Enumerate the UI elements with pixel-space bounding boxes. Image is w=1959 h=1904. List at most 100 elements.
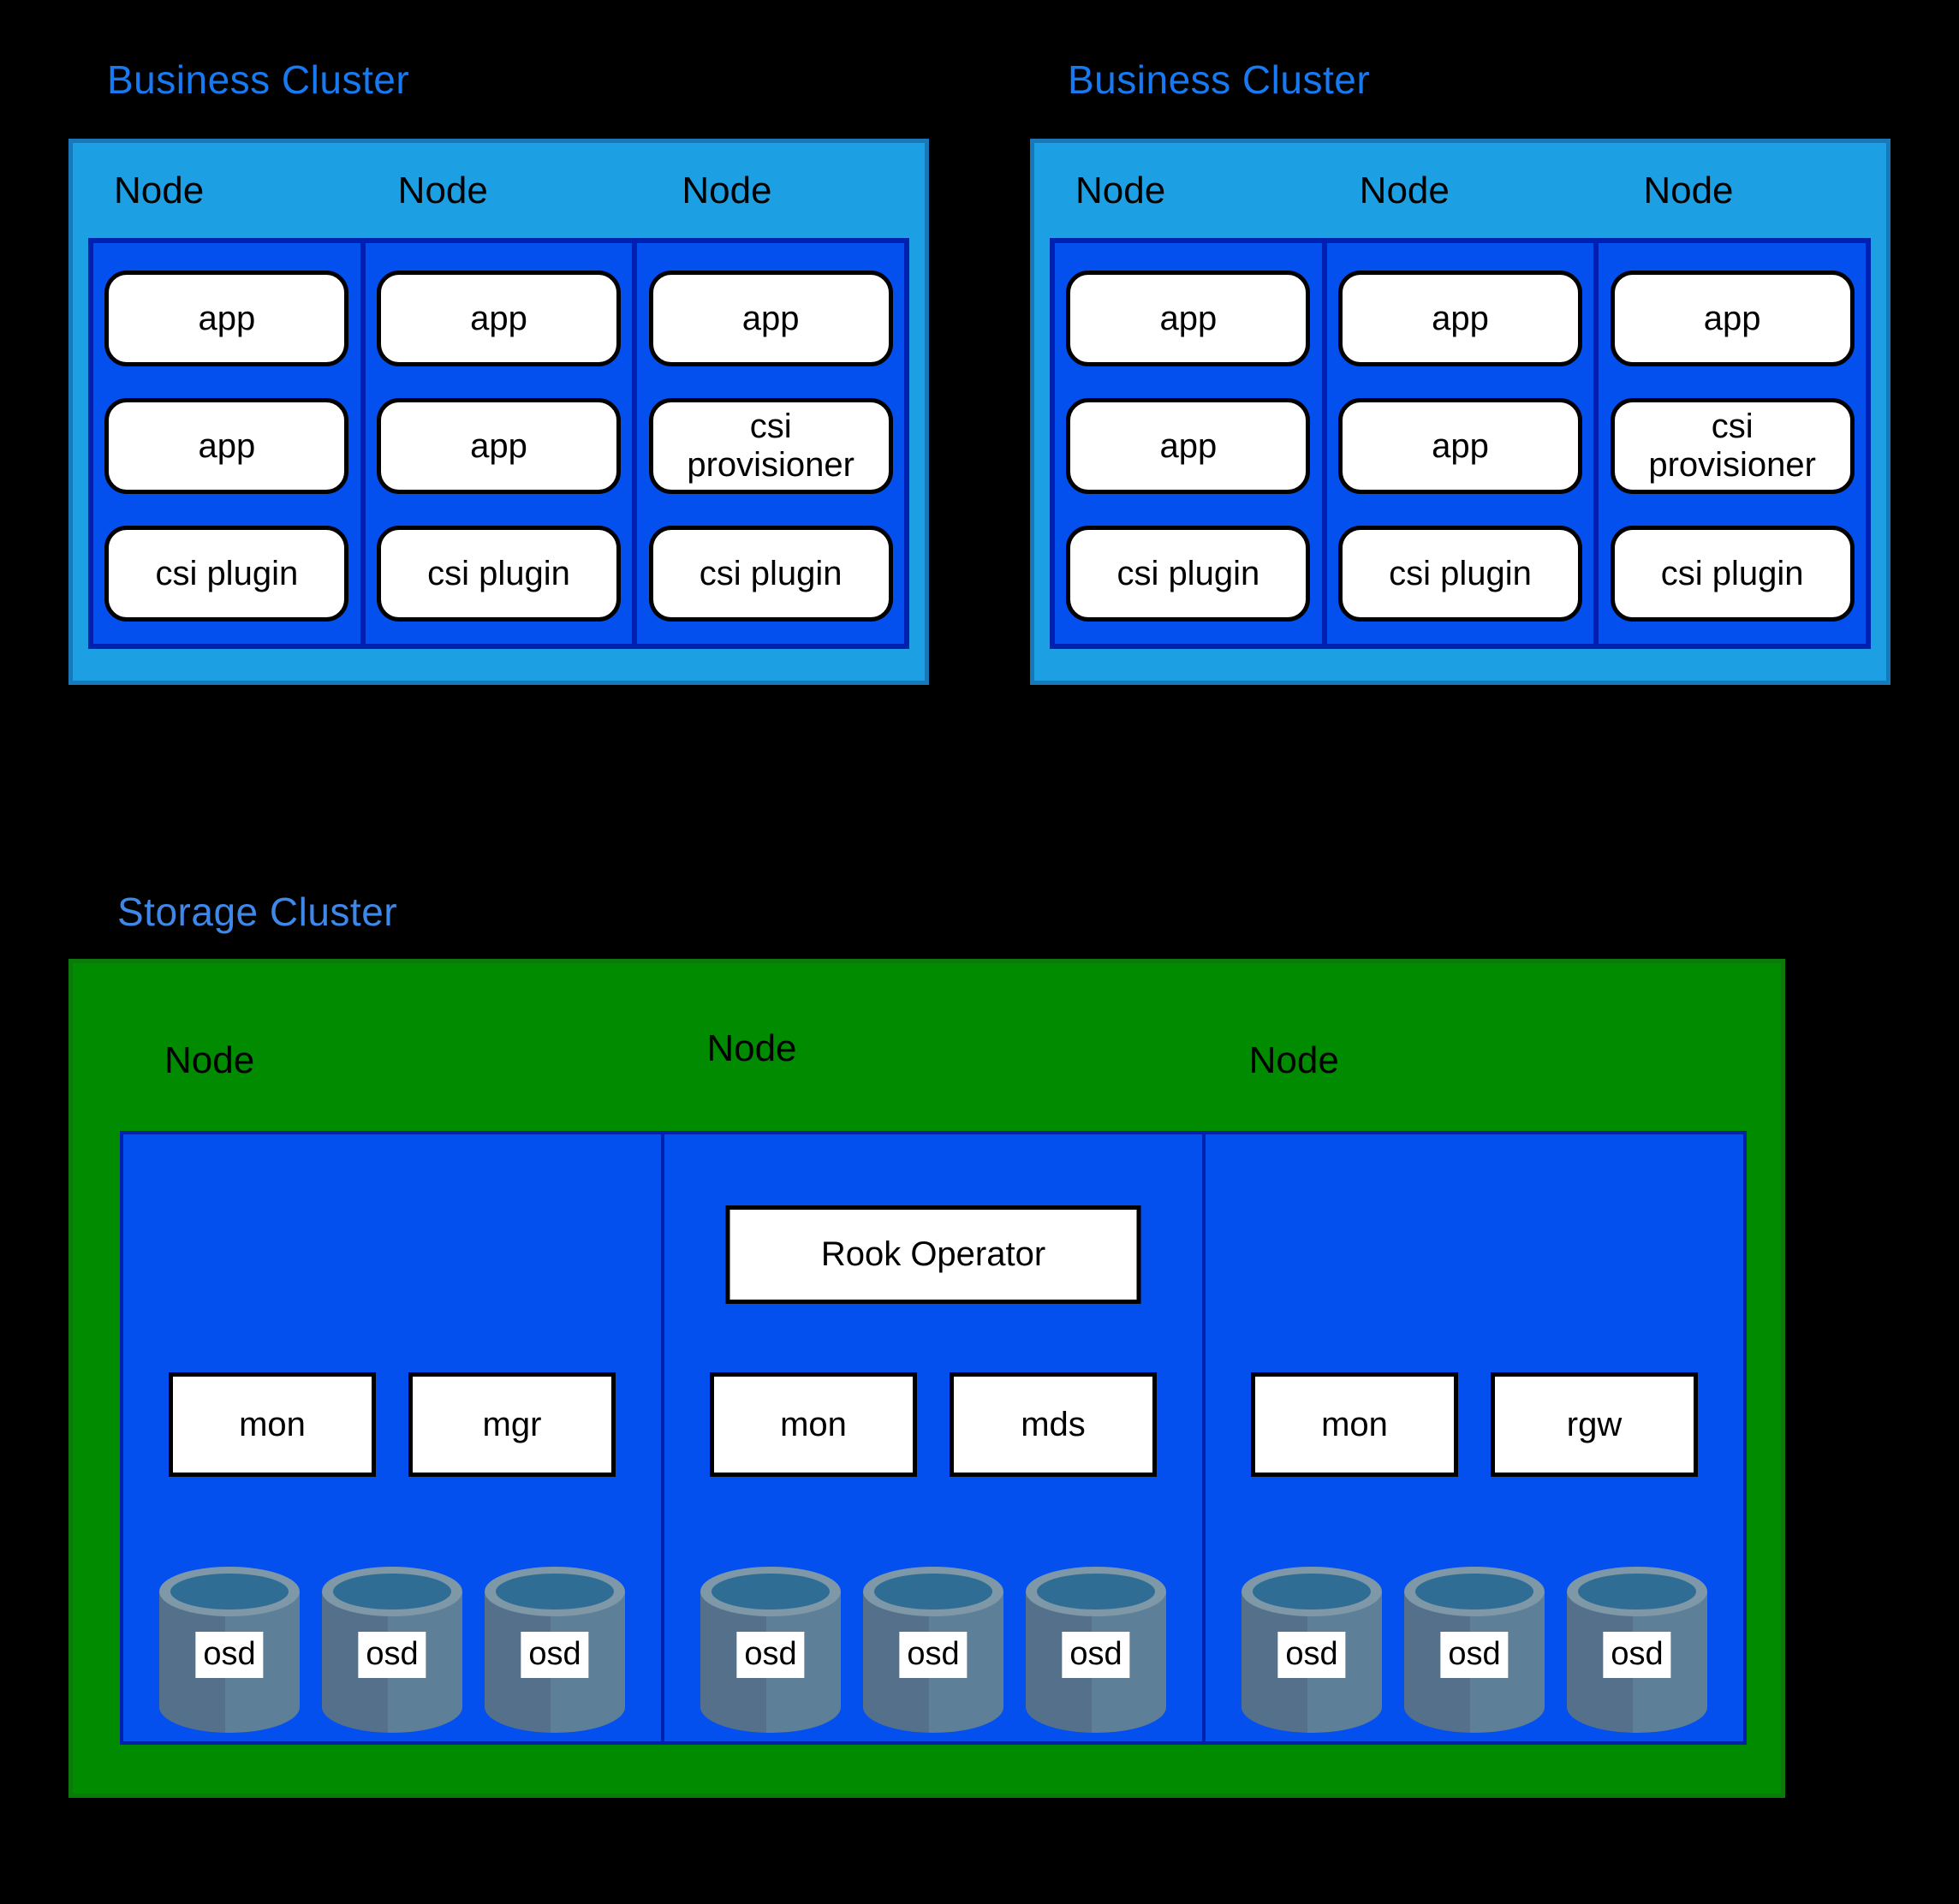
pod-box: app (104, 398, 349, 494)
pod-label: csi plugin (427, 554, 570, 592)
rook-operator-box: Rook Operator (725, 1205, 1141, 1304)
nodes-area: app app csi plugin app app csi plugin ap… (88, 238, 909, 649)
pod-box: csi plugin (377, 526, 621, 622)
osd-row: osd osd osd (1206, 1567, 1743, 1733)
node-label: Node (1075, 169, 1166, 211)
database-cylinder-icon: osd (322, 1567, 462, 1733)
pod-label: csi provisioner (1648, 408, 1816, 484)
pod-box: csi plugin (1338, 526, 1582, 622)
node-header: Node (1205, 1033, 1747, 1088)
osd-label: osd (521, 1632, 589, 1678)
service-box: rgw (1491, 1372, 1698, 1477)
node-label: Node (164, 1039, 255, 1081)
pod-label: app (1159, 426, 1218, 465)
node-column: app csi provisioner csi plugin (1599, 243, 1867, 644)
cylinder-opening (1415, 1574, 1533, 1609)
pod-label: app (741, 299, 800, 337)
node-label: Node (397, 169, 488, 211)
storage-node-column: Rook Operator mon mds osd osd (664, 1134, 1202, 1741)
database-cylinder-icon: osd (863, 1567, 1003, 1733)
database-cylinder-icon: osd (1404, 1567, 1545, 1733)
node-column: app app csi plugin (1326, 243, 1594, 644)
pod-label: app (470, 299, 527, 337)
pod-label: app (1432, 426, 1489, 465)
node-label: Node (1643, 169, 1734, 211)
database-cylinder-icon: osd (1567, 1567, 1707, 1733)
pod-label: csi plugin (1660, 554, 1804, 592)
service-row: mon rgw (1206, 1372, 1743, 1477)
pod-box: app (377, 398, 621, 494)
business-cluster-2-title: Business Cluster (1068, 57, 1371, 102)
business-cluster-1-title: Business Cluster (107, 57, 410, 102)
osd-row: osd osd osd (664, 1567, 1202, 1733)
pod-box: csi plugin (1066, 526, 1311, 622)
pod-box: app (1066, 271, 1311, 366)
pod-label: app (470, 426, 527, 465)
pod-label: app (1703, 299, 1761, 337)
node-header: Node (1319, 143, 1603, 238)
cylinder-opening (170, 1574, 289, 1609)
osd-row: osd osd osd (123, 1567, 661, 1733)
storage-cluster-title: Storage Cluster (117, 890, 398, 934)
storage-node-label-row: Node Node Node (120, 1027, 1747, 1088)
osd-label: osd (899, 1632, 968, 1678)
pod-label: csi plugin (699, 554, 843, 592)
pod-label: csi plugin (155, 554, 299, 592)
pod-box: csi plugin (1610, 526, 1855, 622)
pod-box: csi provisioner (648, 398, 893, 494)
pod-box: app (648, 271, 893, 366)
osd-label: osd (358, 1632, 426, 1678)
node-header: Node (1602, 143, 1886, 238)
node-header-row: Node Node Node (1034, 143, 1886, 238)
database-cylinder-icon: osd (159, 1567, 300, 1733)
storage-node-column: mon rgw osd osd (1206, 1134, 1743, 1741)
node-label: Node (1359, 169, 1450, 211)
pod-box: app (1338, 271, 1582, 366)
osd-label: osd (736, 1632, 805, 1678)
pod-label: app (198, 426, 256, 465)
pod-label: app (1432, 299, 1489, 337)
service-row: mon mgr (123, 1372, 661, 1477)
pod-box: app (1066, 398, 1311, 494)
database-cylinder-icon: osd (1026, 1567, 1166, 1733)
cylinder-opening (1253, 1574, 1371, 1609)
node-column: app app csi plugin (365, 243, 633, 644)
node-column: app csi provisioner csi plugin (637, 243, 905, 644)
storage-cluster: Node Node Node mon mgr osd (68, 959, 1785, 1798)
business-cluster-1: Node Node Node app app csi plugin app ap… (68, 139, 929, 685)
node-column: app app csi plugin (93, 243, 360, 644)
service-box: mon (710, 1372, 917, 1477)
pod-box: csi plugin (104, 526, 349, 622)
pod-label: csi plugin (1389, 554, 1532, 592)
pod-box: csi plugin (648, 526, 893, 622)
pod-label: csi provisioner (687, 408, 854, 484)
service-box: mon (1251, 1372, 1458, 1477)
database-cylinder-icon: osd (1241, 1567, 1382, 1733)
osd-label: osd (1603, 1632, 1671, 1678)
database-cylinder-icon: osd (485, 1567, 625, 1733)
pod-label: csi plugin (1116, 554, 1260, 592)
node-header: Node (662, 1027, 1204, 1088)
node-label: Node (682, 169, 772, 211)
node-header: Node (1034, 143, 1319, 238)
service-row: mon mds (664, 1372, 1202, 1477)
storage-node-column: mon mgr osd osd (123, 1134, 661, 1741)
node-label: Node (706, 1027, 797, 1069)
service-box: mds (950, 1372, 1157, 1477)
node-header: Node (120, 1033, 662, 1088)
osd-label: osd (1440, 1632, 1509, 1678)
node-column: app app csi plugin (1055, 243, 1322, 644)
pod-box: app (377, 271, 621, 366)
pod-box: app (1610, 271, 1855, 366)
pod-box: csi provisioner (1610, 398, 1855, 494)
storage-nodes-area: mon mgr osd osd (120, 1131, 1747, 1745)
pod-box: app (1338, 398, 1582, 494)
osd-label: osd (1062, 1632, 1130, 1678)
pod-box: app (104, 271, 349, 366)
osd-label: osd (195, 1632, 264, 1678)
node-header: Node (357, 143, 641, 238)
node-header: Node (73, 143, 357, 238)
nodes-area: app app csi plugin app app csi plugin ap… (1050, 238, 1871, 649)
service-box: mgr (408, 1372, 616, 1477)
